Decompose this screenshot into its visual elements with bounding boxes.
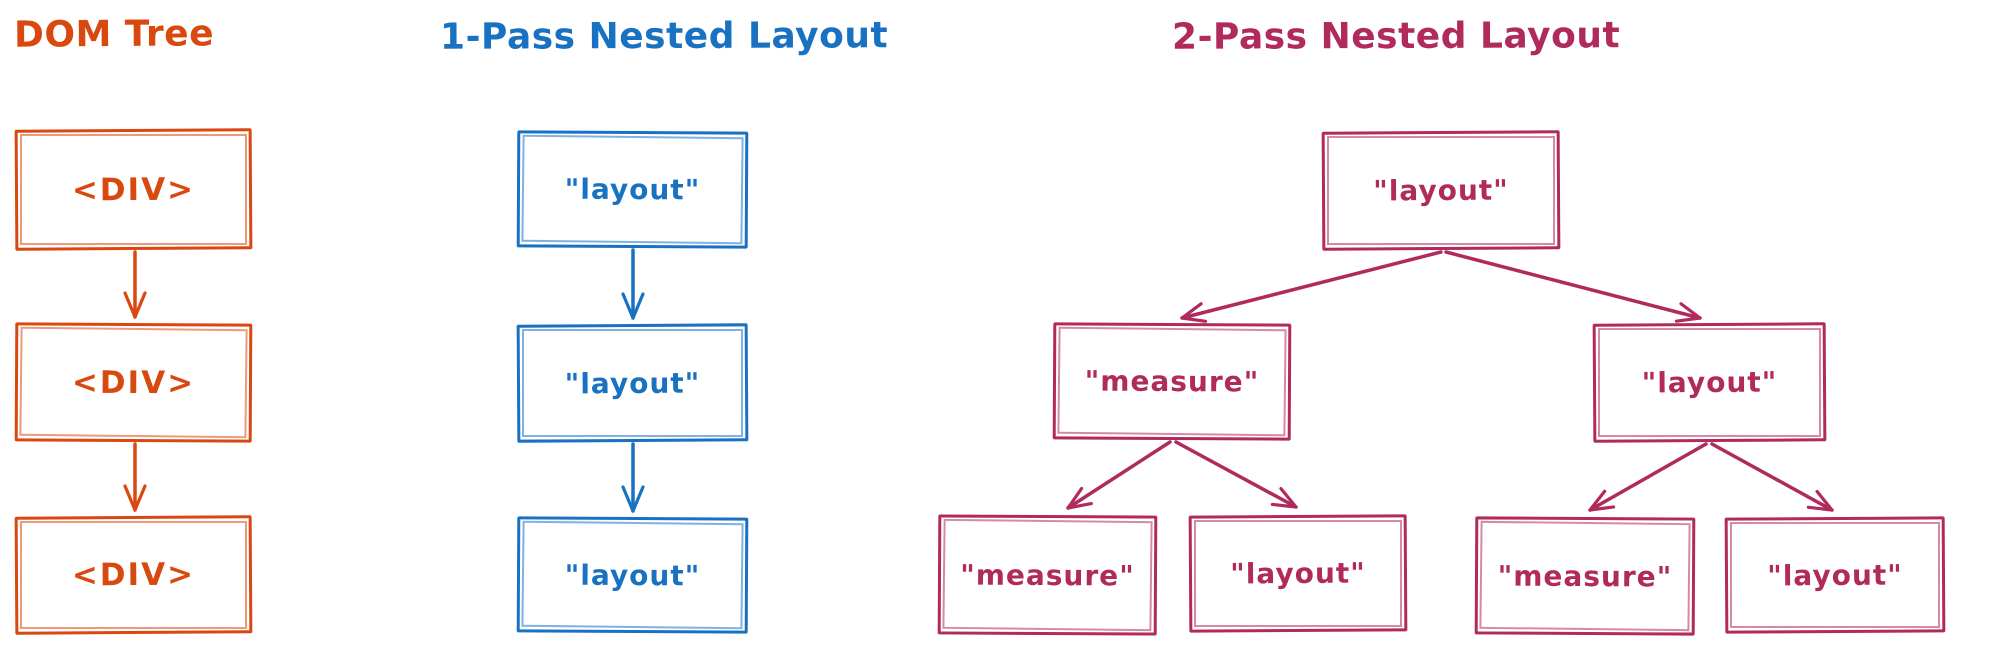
node-label: "measure" [1084, 364, 1260, 399]
two-pass-root-layout-node: "layout" [1321, 130, 1561, 251]
node-label: <DIV> [71, 556, 196, 594]
arrow-2pass-root-to-layout [1444, 250, 1702, 323]
arrow-2pass-measure-to-leaf-measure [1066, 440, 1172, 510]
one-pass-layout-node-3: "layout" [516, 516, 749, 634]
node-label: <DIV> [71, 364, 196, 401]
two-pass-layout-node-right: "layout" [1592, 322, 1827, 443]
section-title-dom-tree: DOM Tree [13, 13, 215, 56]
node-label: "layout" [1230, 556, 1366, 591]
one-pass-layout-node-2: "layout" [516, 323, 749, 443]
section-title-2pass: 2-Pass Nested Layout [1171, 15, 1621, 58]
node-label: "measure" [1497, 559, 1673, 593]
node-label: "layout" [564, 172, 701, 207]
node-label: "layout" [1767, 558, 1903, 592]
arrow-2pass-root-to-measure [1180, 250, 1443, 323]
node-label: "layout" [1641, 365, 1778, 400]
node-label: "measure" [960, 558, 1135, 592]
two-pass-leaf-measure-1: "measure" [937, 514, 1158, 636]
dom-div-node-1: <DIV> [14, 128, 253, 251]
two-pass-leaf-layout-1: "layout" [1188, 514, 1408, 633]
node-label: <DIV> [71, 171, 196, 208]
two-pass-leaf-layout-2: "layout" [1724, 516, 1946, 634]
two-pass-measure-node-left: "measure" [1052, 322, 1292, 441]
section-title-1pass: 1-Pass Nested Layout [439, 15, 889, 58]
node-label: "layout" [1373, 173, 1509, 208]
arrow-2pass-measure-to-leaf-layout [1174, 440, 1298, 509]
arrow-2pass-layout-to-leaf-layout [1710, 442, 1834, 512]
two-pass-leaf-measure-2: "measure" [1474, 516, 1696, 636]
dom-div-node-3: <DIV> [14, 515, 253, 635]
arrow-2pass-layout-to-leaf-measure [1588, 442, 1708, 512]
node-label: "layout" [564, 558, 701, 592]
node-label: "layout" [564, 366, 701, 400]
dom-div-node-2: <DIV> [14, 322, 253, 443]
one-pass-layout-node-1: "layout" [516, 130, 749, 249]
